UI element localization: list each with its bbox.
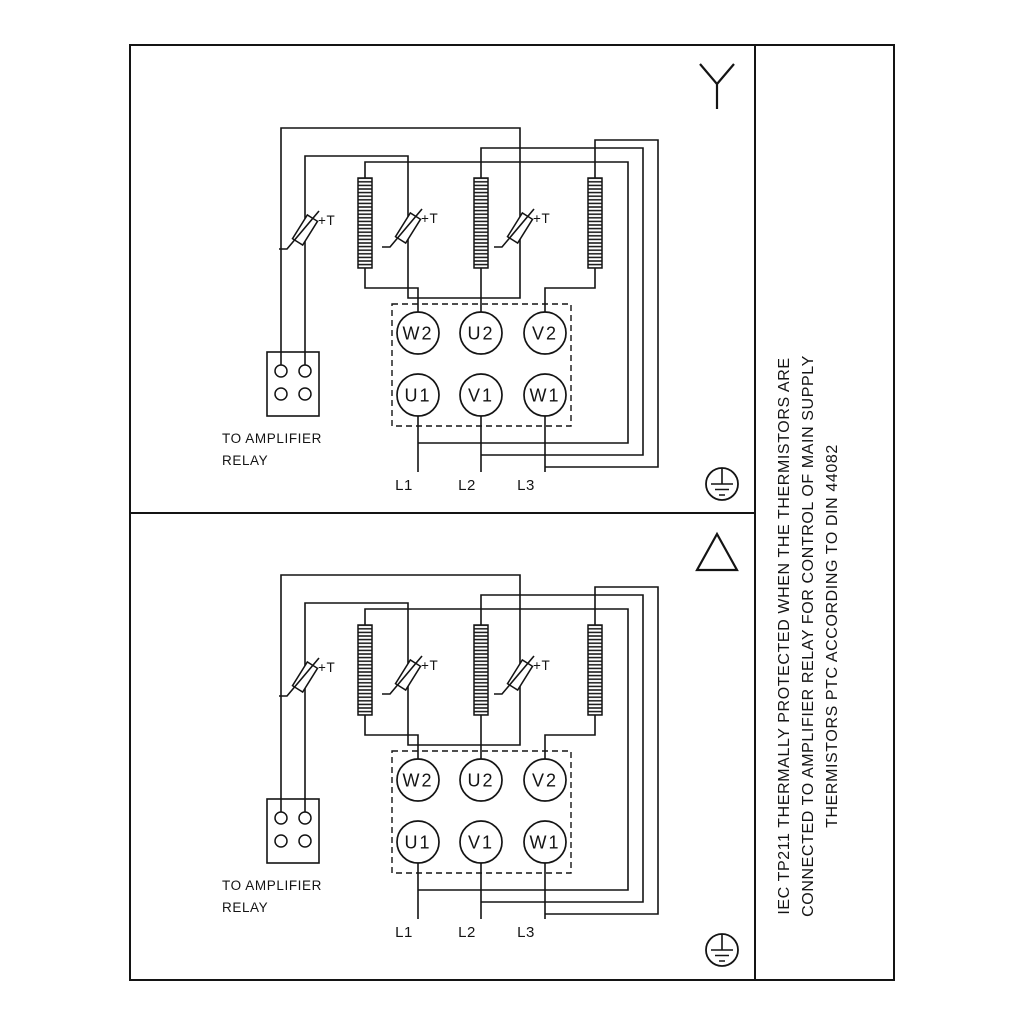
supply-label-l2: L2 [458, 924, 476, 941]
thermistor-label: +T [421, 211, 438, 226]
terminal-w1: W1 [523, 820, 567, 864]
delta-connection-icon [695, 531, 739, 572]
winding-coil-3 [587, 624, 603, 716]
svg-text:V2: V2 [532, 771, 558, 791]
winding-top-wires [364, 586, 659, 915]
terminal-u2: U2 [459, 311, 503, 355]
thermistor-label: +T [533, 658, 550, 673]
svg-text:V1: V1 [468, 386, 494, 406]
supply-label-l1: L1 [395, 477, 413, 494]
amplifier-relay-connector [266, 798, 320, 864]
thermistor-chain-wire [280, 574, 521, 812]
terminal-v2: V2 [523, 758, 567, 802]
thermistor-label: +T [318, 660, 335, 675]
winding-coil-1 [357, 624, 373, 716]
thermistor-chain-wire [280, 127, 521, 365]
svg-text:U1: U1 [404, 833, 431, 853]
thermistor-symbol-2: +T [382, 655, 438, 695]
thermistor-label: +T [318, 213, 335, 228]
star-connection-icon [699, 63, 735, 109]
panel-star-circuit: +T +T +T W2 U2 V2 U1 [222, 127, 659, 494]
terminal-box [391, 303, 572, 427]
svg-text:V1: V1 [468, 833, 494, 853]
svg-text:W2: W2 [403, 324, 434, 344]
winding-bottom-wires [364, 715, 596, 759]
svg-text:W1: W1 [530, 386, 561, 406]
winding-coil-1 [357, 177, 373, 269]
svg-text:U2: U2 [467, 771, 494, 791]
terminal-w2: W2 [396, 758, 440, 802]
terminal-w2: W2 [396, 311, 440, 355]
svg-text:W2: W2 [403, 771, 434, 791]
terminal-v2: V2 [523, 311, 567, 355]
amplifier-relay-connector [266, 351, 320, 417]
relay-note-line-2: RELAY [222, 900, 268, 915]
thermistor-symbol-2: +T [382, 208, 438, 248]
side-note: IEC TP211 THERMALLY PROTECTED WHEN THE T… [776, 355, 841, 917]
terminal-u1: U1 [396, 373, 440, 417]
side-note-line-3: THERMISTORS PTC ACCORDING TO DIN 44082 [824, 444, 841, 828]
thermistor-symbol-1: +T [279, 657, 335, 697]
supply-label-l2: L2 [458, 477, 476, 494]
supply-label-l3: L3 [517, 924, 535, 941]
side-note-line-2: CONNECTED TO AMPLIFIER RELAY FOR CONTROL… [800, 355, 817, 917]
thermistor-symbol-3: +T [494, 655, 550, 695]
supply-label-l1: L1 [395, 924, 413, 941]
thermistor-label: +T [533, 211, 550, 226]
winding-top-wires [364, 139, 659, 468]
svg-text:W1: W1 [530, 833, 561, 853]
terminal-v1: V1 [459, 373, 503, 417]
winding-coil-3 [587, 177, 603, 269]
terminal-v1: V1 [459, 820, 503, 864]
relay-note-line-1: TO AMPLIFIER [222, 431, 322, 446]
svg-text:V2: V2 [532, 324, 558, 344]
relay-note-line-2: RELAY [222, 453, 268, 468]
svg-text:U1: U1 [404, 386, 431, 406]
svg-text:U2: U2 [467, 324, 494, 344]
winding-coil-2 [473, 177, 489, 269]
panel-delta-circuit: +T +T +T W2 U2 V2 U1 [222, 574, 659, 941]
thermistor-label: +T [421, 658, 438, 673]
terminal-w1: W1 [523, 373, 567, 417]
terminal-box [391, 750, 572, 874]
thermistor-symbol-3: +T [494, 208, 550, 248]
terminal-u2: U2 [459, 758, 503, 802]
earth-ground-icon [705, 933, 739, 967]
winding-bottom-wires [364, 268, 596, 312]
supply-label-l3: L3 [517, 477, 535, 494]
earth-ground-icon [705, 467, 739, 501]
relay-note-line-1: TO AMPLIFIER [222, 878, 322, 893]
thermistor-symbol-1: +T [279, 210, 335, 250]
side-note-line-1: IEC TP211 THERMALLY PROTECTED WHEN THE T… [776, 357, 793, 914]
winding-coil-2 [473, 624, 489, 716]
terminal-u1: U1 [396, 820, 440, 864]
